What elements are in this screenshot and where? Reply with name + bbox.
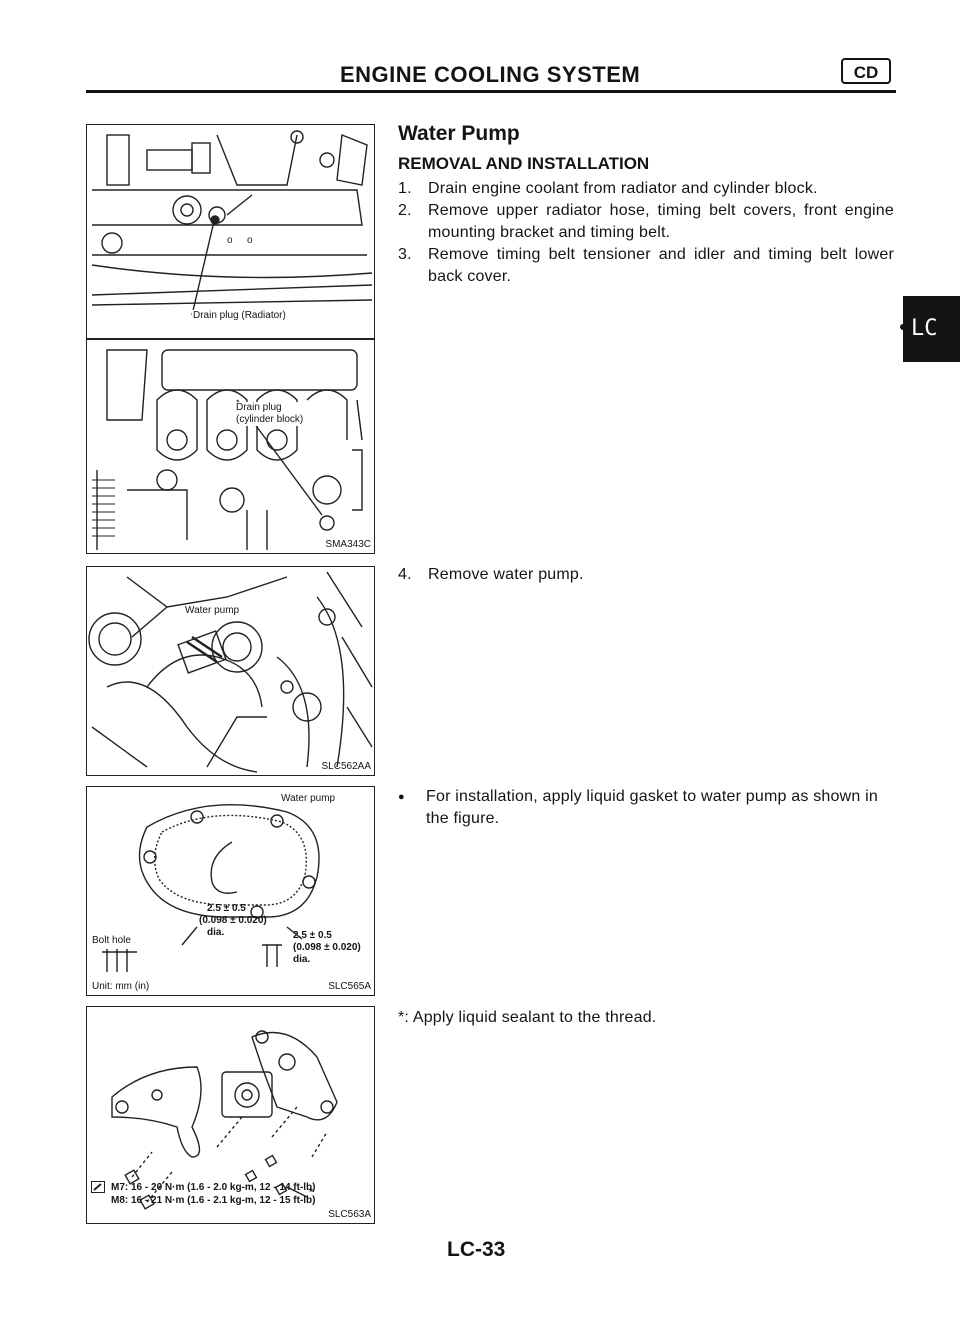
label-unit: Unit: mm (in) bbox=[91, 981, 151, 992]
radiator-drain-illustration: o o bbox=[91, 130, 373, 316]
step-2-number: 2. bbox=[398, 202, 412, 219]
dimension-right-inch: (0.098 ± 0.020) bbox=[293, 942, 361, 953]
figure-exploded-torque: * M7: 16 - 20 N·m (1.6 - 2.0 kg-m, 12 - … bbox=[86, 1006, 375, 1224]
step-2: 2. Remove upper radiator hose, timing bel… bbox=[398, 200, 894, 244]
sealant-note: *: Apply liquid sealant to the thread. bbox=[398, 1009, 657, 1026]
section-subtitle: REMOVAL AND INSTALLATION bbox=[398, 154, 650, 173]
dimension-left: 2.5 ± 0.5 (0.098 ± 0.020) dia. bbox=[199, 903, 267, 939]
installation-bullet: ● For installation, apply liquid gasket … bbox=[398, 786, 894, 830]
label-drain-plug-cylinder: Drain plug (cylinder block) bbox=[235, 402, 305, 426]
label-drain-plug-line2: (cylinder block) bbox=[236, 414, 304, 425]
figure-code-sma343c: SMA343C bbox=[325, 539, 371, 550]
dimension-left-dia: dia. bbox=[207, 927, 225, 938]
label-drain-plug-line1: Drain plug bbox=[236, 402, 282, 413]
torque-wrench-icon bbox=[91, 1181, 105, 1193]
figure-liquid-gasket: Water pump 2.5 ± 0.5 (0.098 ± 0.020) dia… bbox=[86, 786, 375, 996]
dimension-right-dia: dia. bbox=[293, 954, 311, 965]
figure-code-slc562aa: SLC562AA bbox=[321, 761, 371, 772]
figure-code-slc563a: SLC563A bbox=[328, 1209, 371, 1220]
dimension-right: 2.5 ± 0.5 (0.098 ± 0.020) dia. bbox=[293, 930, 361, 966]
exploded-view-illustration bbox=[111, 1030, 338, 1210]
sealant-star: * bbox=[309, 1187, 313, 1198]
step-1: 1. Drain engine coolant from radiator and… bbox=[398, 178, 894, 200]
step-4-number: 4. bbox=[398, 566, 412, 583]
step-3-number: 3. bbox=[398, 246, 412, 263]
figure-cylinder-drain: Drain plug (cylinder block) SMA343C bbox=[86, 339, 375, 554]
svg-text:o: o bbox=[247, 235, 253, 246]
section-tab-lc: LC bbox=[900, 296, 960, 362]
gasket-illustration bbox=[102, 804, 320, 972]
label-water-pump-gasket: Water pump bbox=[280, 793, 337, 804]
label-water-pump-location: Water pump bbox=[184, 605, 241, 616]
water-pump-location-illustration bbox=[88, 571, 373, 773]
page-header-title: ENGINE COOLING SYSTEM bbox=[340, 62, 641, 87]
step-1-number: 1. bbox=[398, 180, 412, 197]
removal-steps: 1. Drain engine coolant from radiator and… bbox=[398, 178, 894, 288]
step-3: 3. Remove timing belt tensioner and idler… bbox=[398, 244, 894, 288]
dimension-right-value: 2.5 ± 0.5 bbox=[293, 930, 332, 941]
figure-code-slc565a: SLC565A bbox=[328, 981, 371, 992]
dimension-left-inch: (0.098 ± 0.020) bbox=[199, 915, 267, 926]
label-bolt-hole: Bolt hole bbox=[91, 935, 132, 946]
step-2-text: Remove upper radiator hose, timing belt … bbox=[428, 202, 894, 241]
cd-badge: CD bbox=[841, 58, 891, 84]
torque-specs: M7: 16 - 20 N·m (1.6 - 2.0 kg-m, 12 - 14… bbox=[111, 1181, 316, 1207]
label-drain-plug-radiator: Drain plug (Radiator) bbox=[192, 310, 287, 321]
step-3-text: Remove timing belt tensioner and idler a… bbox=[428, 246, 894, 285]
installation-bullet-text: For installation, apply liquid gasket to… bbox=[426, 788, 878, 827]
torque-spec-m7: M7: 16 - 20 N·m (1.6 - 2.0 kg-m, 12 - 14… bbox=[111, 1182, 316, 1193]
cylinder-drain-illustration bbox=[92, 349, 363, 550]
section-title: Water Pump bbox=[398, 122, 520, 145]
figure-radiator-drain: o o Drain plug (Radiator) bbox=[86, 124, 375, 339]
step-4: 4. Remove water pump. bbox=[398, 564, 584, 586]
step-1-text: Drain engine coolant from radiator and c… bbox=[428, 180, 818, 197]
svg-text:o: o bbox=[227, 235, 233, 246]
torque-spec-m8: M8: 16 - 21 N·m (1.6 - 2.1 kg-m, 12 - 15… bbox=[111, 1195, 316, 1206]
header-rule bbox=[86, 90, 896, 93]
figure-water-pump-location: Water pump SLC562AA bbox=[86, 566, 375, 776]
step-4-text: Remove water pump. bbox=[428, 566, 584, 583]
page-number: LC-33 bbox=[447, 1238, 506, 1261]
dimension-left-value: 2.5 ± 0.5 bbox=[207, 903, 246, 914]
bullet-mark: ● bbox=[398, 791, 405, 803]
